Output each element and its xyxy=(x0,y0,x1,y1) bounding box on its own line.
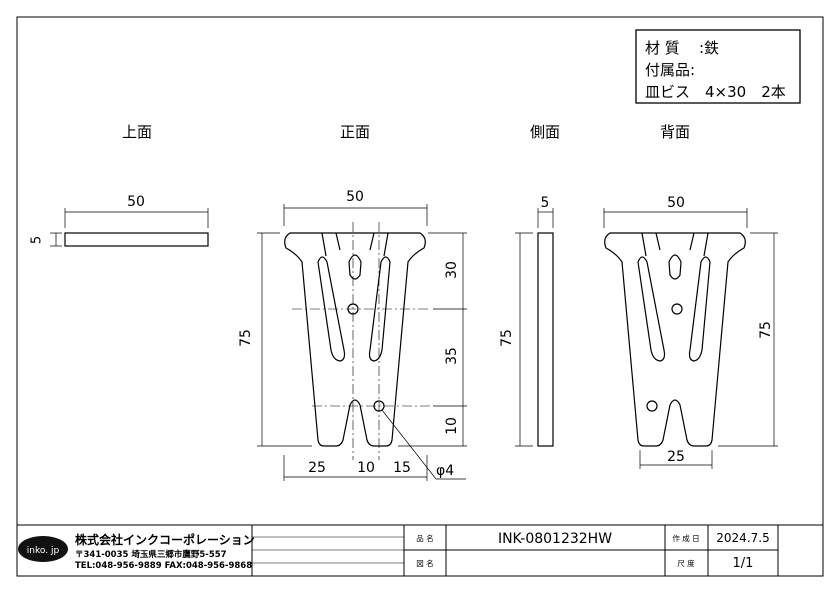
dim-top-thickness: 5 xyxy=(30,236,45,244)
view-title-side: 側面 xyxy=(530,123,560,141)
view-title-front: 正面 xyxy=(340,123,370,141)
drawing-label: 図 名 xyxy=(416,558,433,568)
side-view: 5 75 xyxy=(499,195,554,447)
dim-front-h15: 15 xyxy=(393,460,411,476)
dim-hole-diameter: φ4 xyxy=(436,463,454,479)
dim-front-h25: 25 xyxy=(308,460,326,476)
dim-front-v10: 10 xyxy=(444,417,460,435)
dim-back-height: 75 xyxy=(758,321,774,339)
date-value: 2024.7.5 xyxy=(716,531,769,545)
back-hole-lower xyxy=(646,400,658,412)
dim-front-v30: 30 xyxy=(444,261,460,279)
dim-front-width: 50 xyxy=(346,189,364,205)
dim-front-v35: 35 xyxy=(444,347,460,365)
front-outline xyxy=(284,232,426,447)
scale-value: 1/1 xyxy=(733,556,754,571)
dim-back-width: 50 xyxy=(667,195,685,211)
company-logo xyxy=(18,536,68,562)
front-slot-right xyxy=(368,256,391,362)
screw-spec: 皿ビス 4×30 2本 xyxy=(645,83,786,101)
material-label: 材 質 xyxy=(645,39,680,57)
back-outline xyxy=(604,232,746,447)
product-name: INK-0801232HW xyxy=(498,531,612,547)
company-address: 〒341-0035 埼玉県三郷市鷹野5-557 xyxy=(75,549,227,560)
dim-side-thickness: 5 xyxy=(541,195,550,211)
accessory-label: 付属品: xyxy=(645,61,695,79)
title-block: inko. jp 株式会社インクコーポレーション 〒341-0035 埼玉県三郷… xyxy=(17,524,823,576)
view-title-top: 上面 xyxy=(122,123,152,141)
company-tel-fax: TEL:048-956-9889 FAX:048-956-9868 xyxy=(75,561,252,571)
back-hole-upper xyxy=(671,303,683,315)
sheet-border xyxy=(16,16,824,577)
dim-top-width: 50 xyxy=(127,194,145,210)
dim-front-h10: 10 xyxy=(357,460,375,476)
spec-box: 材 質 :鉄 付属品: 皿ビス 4×30 2本 xyxy=(635,29,801,104)
back-view: 50 75 25 xyxy=(603,195,778,469)
scale-label: 尺 度 xyxy=(677,558,695,568)
front-slot-center xyxy=(348,254,362,280)
dim-back-bottom: 25 xyxy=(667,449,685,465)
view-title-back: 背面 xyxy=(660,123,690,141)
company-name: 株式会社インクコーポレーション xyxy=(75,532,255,547)
front-slot-left xyxy=(317,256,346,362)
dim-front-height: 75 xyxy=(238,329,254,347)
name-label: 品 名 xyxy=(416,533,433,543)
date-label: 作 成 日 xyxy=(672,533,699,543)
logo-text: inko. jp xyxy=(27,546,60,556)
material-value: :鉄 xyxy=(699,39,719,57)
top-view: 50 5 xyxy=(30,194,209,247)
front-view: 50 75 30 35 10 25 10 15 φ4 xyxy=(238,189,467,481)
dim-side-height: 75 xyxy=(499,329,515,347)
